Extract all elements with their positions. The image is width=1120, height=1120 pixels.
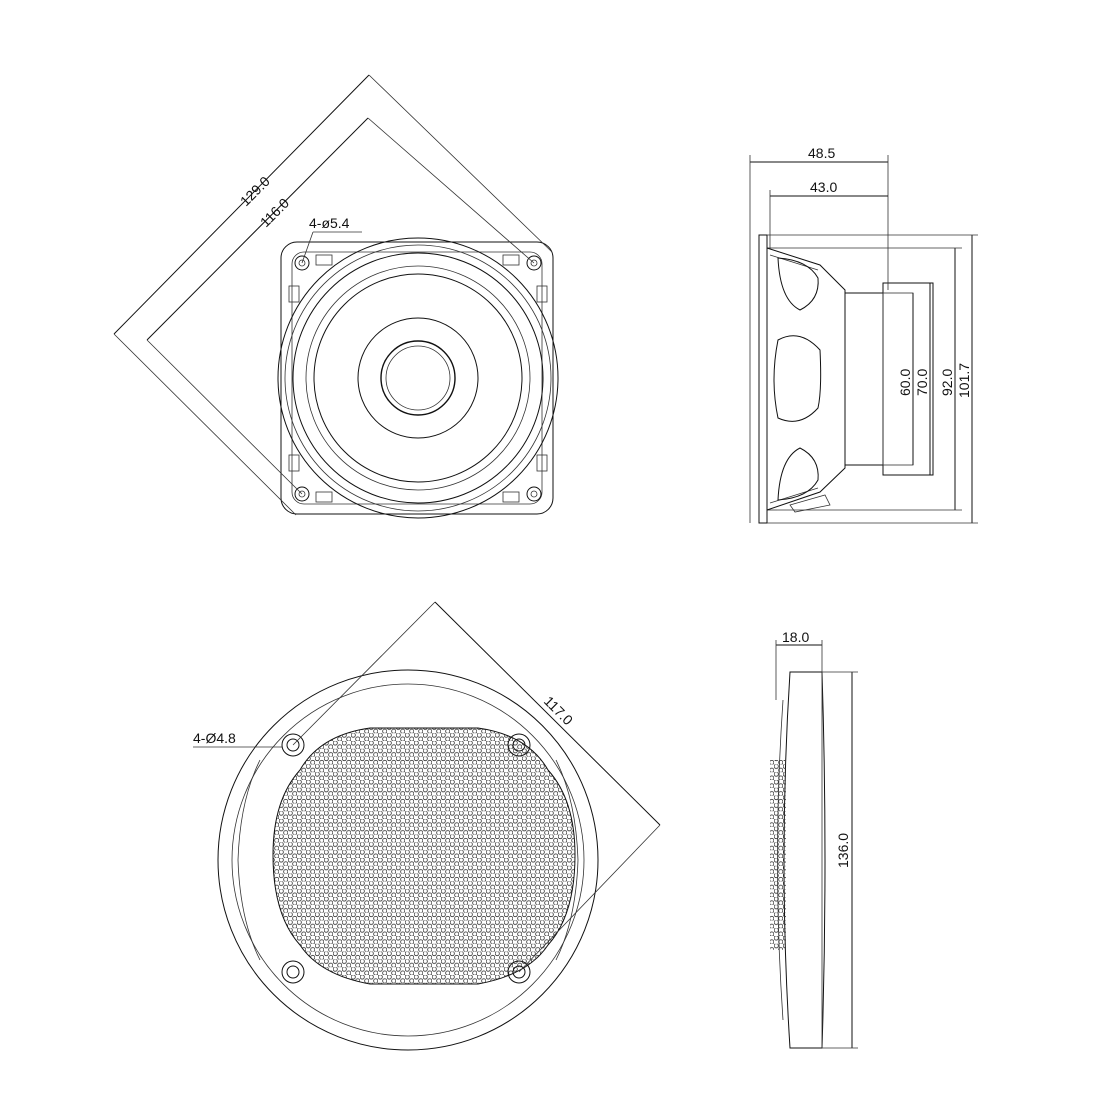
speaker-front-view: 129.0 116.0 4-ø5.4 [113, 74, 559, 519]
dim-18: 18.0 [775, 629, 823, 700]
hole-callout-label: 4-ø5.4 [309, 215, 350, 231]
grille-side-view: 18.0 136.0 [770, 629, 858, 1049]
flange [758, 234, 768, 524]
basket-window-mid [773, 335, 822, 422]
grille-outer-rim [217, 669, 599, 1051]
grille-hole-callout-label: 4-Ø4.8 [193, 730, 236, 746]
dim-48-5-label: 48.5 [808, 145, 835, 161]
dim-116: 116.0 [146, 117, 535, 495]
hole-callout-grille: 4-Ø4.8 [193, 730, 282, 748]
frame-outline [280, 241, 554, 515]
dim-48-5: 48.5 [749, 145, 889, 523]
dim-136: 136.0 [822, 671, 858, 1049]
dust-cap-outer [357, 317, 479, 439]
dim-60-label: 60.0 [897, 369, 913, 396]
dim-70-label: 70.0 [914, 369, 930, 396]
dim-60: 60.0 [897, 293, 914, 465]
speaker-side-view: 48.5 43.0 60.0 70.0 92.0 101.7 [749, 145, 978, 524]
hole-callout-front: 4-ø5.4 [301, 215, 362, 264]
grille-mount-holes [281, 733, 531, 984]
grille-side-profile [783, 671, 826, 1049]
dim-117-label: 117.0 [541, 693, 577, 729]
dim-136-label: 136.0 [835, 833, 851, 868]
cone-edge [313, 273, 523, 483]
basket-window-bottom [777, 447, 819, 501]
basket [766, 247, 846, 511]
mount-lugs [288, 254, 548, 503]
dim-70: 70.0 [914, 283, 931, 475]
terminal [789, 494, 831, 513]
dim-92-label: 92.0 [939, 369, 955, 396]
dust-cap [380, 340, 456, 416]
frame-inner-outline [291, 251, 543, 505]
grille-front-view: 117.0 4-Ø4.8 [193, 601, 661, 1051]
grille-inner-rim [231, 683, 585, 1037]
dim-101-7-label: 101.7 [956, 363, 972, 398]
magnet-plate [844, 292, 884, 466]
dim-101-7: 101.7 [767, 234, 978, 524]
dim-18-label: 18.0 [782, 629, 809, 645]
grille-mesh [273, 728, 575, 984]
grille-mesh-outline [272, 727, 576, 985]
dim-43: 43.0 [769, 179, 888, 248]
dim-92: 92.0 [777, 247, 962, 511]
basket-window-top [777, 257, 819, 311]
outer-ring [277, 237, 559, 519]
dim-129: 129.0 [113, 74, 553, 516]
grille-side-mesh [770, 760, 786, 950]
dim-43-label: 43.0 [810, 179, 837, 195]
surround [292, 252, 544, 504]
